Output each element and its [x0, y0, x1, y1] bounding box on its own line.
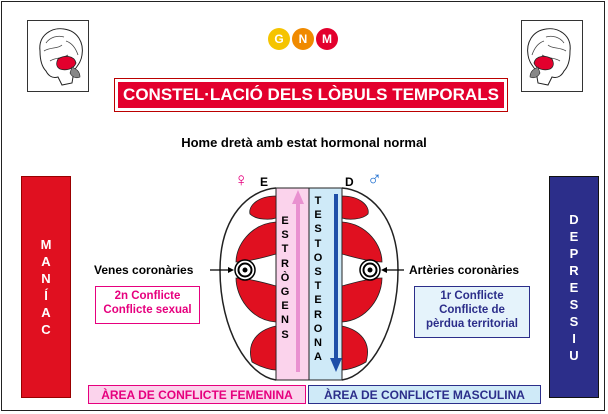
left-vessel-label: Venes coronàries [94, 263, 194, 277]
maniac-letter: M [40, 237, 52, 252]
logo-letter-m: M [316, 28, 338, 50]
maniac-letter: Í [44, 288, 48, 303]
female-conflict-box: 2n Conflicte Conflicte sexual [95, 286, 200, 324]
depressiu-letter: P [569, 245, 579, 261]
female-icon: ♀ [234, 170, 249, 191]
depressiu-letter: I [572, 330, 576, 346]
estrogens-column [275, 187, 310, 381]
testosterona-label: T E S T O S T E R O N A [313, 195, 323, 364]
estrogens-label: E S T R Ò G E N S [280, 215, 290, 341]
depressiu-bar: D E P R E S S I U [549, 176, 599, 398]
male-icon: ♂ [367, 168, 382, 190]
depressiu-letter: E [569, 279, 579, 295]
maniac-letter: N [41, 271, 51, 286]
subtitle: Home dretà amb estat hormonal normal [181, 135, 427, 150]
depressiu-letter: R [569, 262, 579, 278]
right-vessel-label: Artèries coronàries [409, 263, 520, 277]
logo-letter-n: N [292, 28, 314, 50]
right-hemisphere-label: D [345, 175, 354, 189]
maniac-bar: M A N Í A C [21, 176, 71, 398]
depressiu-letter: E [569, 228, 579, 244]
male-area-label: ÀREA DE CONFLICTE MASCULINA [308, 385, 541, 404]
depressiu-letter: D [569, 211, 579, 227]
logo-letter-g: G [268, 28, 290, 50]
right-target-icon [359, 259, 381, 281]
left-target-icon [234, 259, 256, 281]
maniac-letter: A [41, 305, 51, 320]
page-title: CONSTEL·LACIÓ DELS LÒBULS TEMPORALS [114, 78, 508, 112]
brain-left-icon [27, 20, 89, 92]
depressiu-letter: U [569, 347, 579, 363]
left-hemisphere-label: E [260, 175, 269, 189]
male-conflict-box: 1r Conflicte Conflicte de pèrdua territo… [414, 286, 530, 338]
female-area-label: ÀREA DE CONFLICTE FEMENINA [88, 385, 306, 404]
brain-right-icon [521, 20, 583, 92]
depressiu-letter: S [569, 313, 579, 329]
gnm-logo: G N M [268, 28, 338, 50]
maniac-letter: C [41, 322, 51, 337]
maniac-letter: A [41, 254, 51, 269]
depressiu-letter: S [569, 296, 579, 312]
